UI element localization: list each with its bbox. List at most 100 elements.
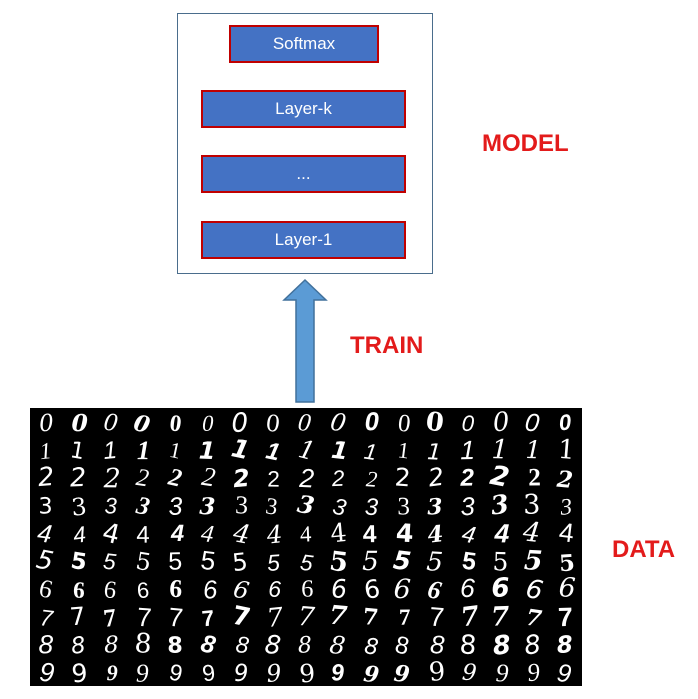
digit-sample: 9: [38, 657, 56, 686]
digit-sample: 3: [133, 491, 152, 521]
softmax-layer-box: Softmax: [229, 25, 379, 63]
digit-sample: 9: [428, 657, 446, 686]
digit-sample: 3: [104, 493, 117, 518]
digit-sample: 3: [427, 494, 443, 521]
digit-sample: 3: [558, 494, 573, 521]
digit-sample: 0: [102, 409, 120, 437]
digit-sample: 3: [397, 493, 410, 520]
digit-sample: 9: [71, 658, 89, 686]
digit-sample: 6: [268, 576, 281, 602]
softmax-layer-label: Softmax: [272, 34, 336, 53]
digit-sample: 4: [230, 518, 253, 551]
digit-sample: 4: [395, 518, 414, 548]
digit-sample: 0: [168, 410, 183, 437]
digit-sample: 5: [134, 547, 153, 577]
digit-sample: 3: [199, 493, 216, 520]
digit-sample: 0: [202, 411, 214, 436]
digit-sample: 9: [167, 658, 185, 686]
digit-sample: 4: [265, 519, 284, 549]
digit-sample: 3: [70, 492, 88, 521]
digit-sample: 8: [522, 630, 542, 662]
digit-sample: 7: [362, 604, 380, 631]
digit-sample: 9: [495, 658, 509, 686]
digit-sample: 5: [266, 549, 281, 576]
digit-sample: 9: [265, 659, 283, 686]
digit-sample: 8: [104, 632, 119, 658]
digit-sample: 6: [523, 574, 545, 607]
digit-sample: 2: [330, 466, 345, 492]
digit-sample: 3: [295, 489, 316, 520]
digit-sample: 4: [426, 521, 444, 549]
digit-sample: 6: [169, 574, 183, 604]
digit-sample: 6: [202, 576, 219, 605]
digit-sample: 1: [198, 437, 216, 466]
digit-sample: 0: [492, 408, 511, 438]
digit-sample: 7: [558, 602, 574, 632]
digit-sample: 1: [137, 435, 151, 465]
digit-sample: 3: [523, 489, 541, 520]
data-label: DATA: [612, 536, 676, 563]
digit-sample: 4: [72, 522, 88, 548]
digit-sample: 5: [231, 548, 249, 577]
digit-sample: 8: [39, 629, 54, 659]
digit-sample: 0: [523, 408, 541, 438]
digit-sample: 8: [167, 632, 183, 658]
digit-sample: 7: [428, 601, 445, 632]
digit-sample: 0: [231, 408, 249, 439]
digit-sample: 5: [426, 547, 444, 578]
digit-sample: 1: [330, 436, 350, 466]
digit-sample: 5: [199, 545, 217, 577]
digit-sample: 2: [69, 463, 87, 494]
digit-sample: 4: [493, 518, 510, 548]
digit-sample: 4: [36, 519, 54, 549]
digit-sample: 3: [168, 493, 183, 521]
digit-sample: 0: [397, 410, 412, 438]
digit-sample: 2: [165, 463, 184, 492]
digit-sample: 8: [234, 631, 250, 658]
digit-sample: 7: [524, 605, 544, 633]
digit-sample: 5: [460, 548, 478, 577]
digit-sample: 6: [136, 577, 150, 603]
train-arrow-icon: [282, 278, 328, 403]
digit-sample: 4: [99, 517, 123, 551]
digit-sample: 9: [461, 659, 478, 686]
digit-sample: 5: [362, 547, 379, 577]
digit-sample: 4: [520, 516, 541, 549]
train-arrow-shape: [282, 278, 328, 403]
digit-sample: 8: [198, 629, 218, 659]
digit-sample: 2: [426, 462, 445, 493]
digit-sample: 1: [557, 434, 576, 466]
model-label: MODEL: [482, 130, 569, 157]
digit-sample: 5: [492, 547, 509, 576]
digit-sample: 0: [131, 410, 153, 439]
digit-sample: 8: [392, 631, 411, 660]
digit-sample: 5: [392, 545, 413, 577]
digit-sample: 2: [232, 464, 251, 493]
digit-sample: 5: [328, 546, 350, 579]
digit-sample: 6: [558, 572, 576, 604]
digit-sample: 7: [265, 602, 285, 634]
digit-sample: 4: [363, 521, 377, 548]
layer-k-box: Layer-k: [201, 90, 406, 128]
digit-sample: 8: [363, 634, 380, 661]
digit-sample: 8: [429, 631, 445, 660]
digit-sample: 7: [69, 601, 87, 631]
digit-sample: 8: [264, 630, 283, 661]
digit-sample: 9: [526, 658, 542, 686]
digit-sample: 1: [38, 438, 53, 465]
digit-sample: 2: [134, 464, 150, 493]
digit-sample: 7: [328, 600, 349, 632]
digit-sample: 8: [458, 629, 477, 661]
digit-sample: 1: [229, 433, 252, 465]
digit-sample: 7: [399, 605, 411, 630]
digit-sample: 5: [34, 545, 56, 578]
digit-sample: 6: [491, 573, 510, 604]
train-label: TRAIN: [350, 332, 424, 359]
ellipsis-layer-label: ...: [296, 164, 311, 183]
digit-sample: 5: [168, 547, 183, 575]
digit-sample: 6: [362, 574, 381, 605]
layer-k-label: Layer-k: [275, 99, 332, 118]
digit-sample: 0: [424, 408, 446, 439]
digit-sample: 3: [330, 493, 348, 521]
